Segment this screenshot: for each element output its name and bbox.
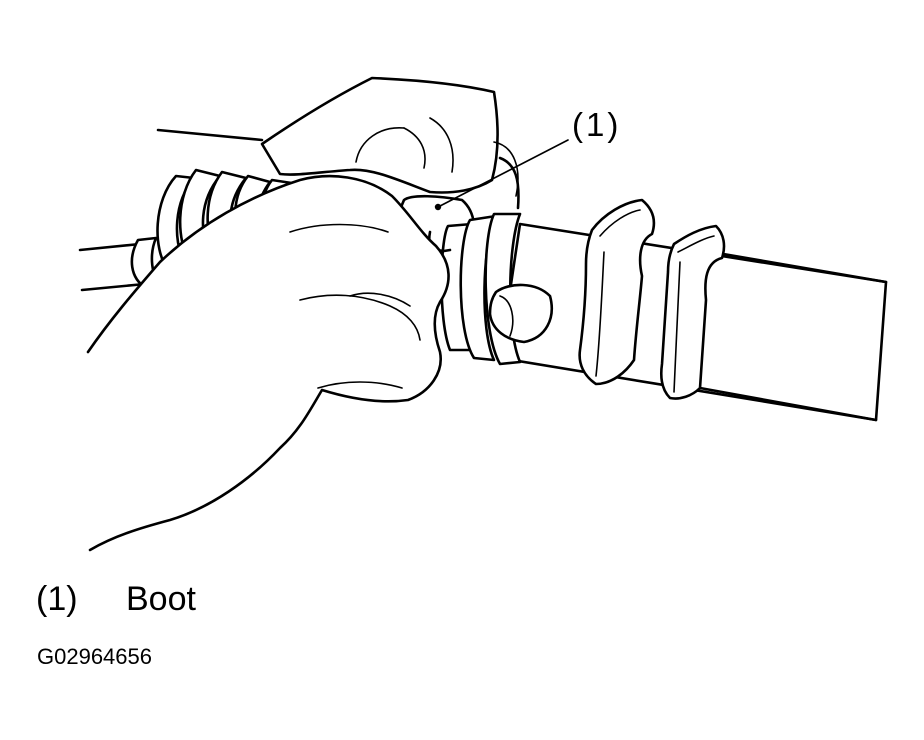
callout-leader-line [439, 139, 569, 207]
callout-point [434, 203, 442, 211]
lower-hand [86, 174, 450, 552]
figure-code: G02964656 [37, 644, 152, 669]
legend-label: Boot [126, 580, 196, 618]
legend-item: (1) Boot [36, 582, 196, 616]
joint-housing [427, 198, 888, 422]
upper-hand [260, 76, 520, 210]
callout-label: (1) [572, 106, 622, 143]
legend-number: (1) [36, 580, 78, 618]
